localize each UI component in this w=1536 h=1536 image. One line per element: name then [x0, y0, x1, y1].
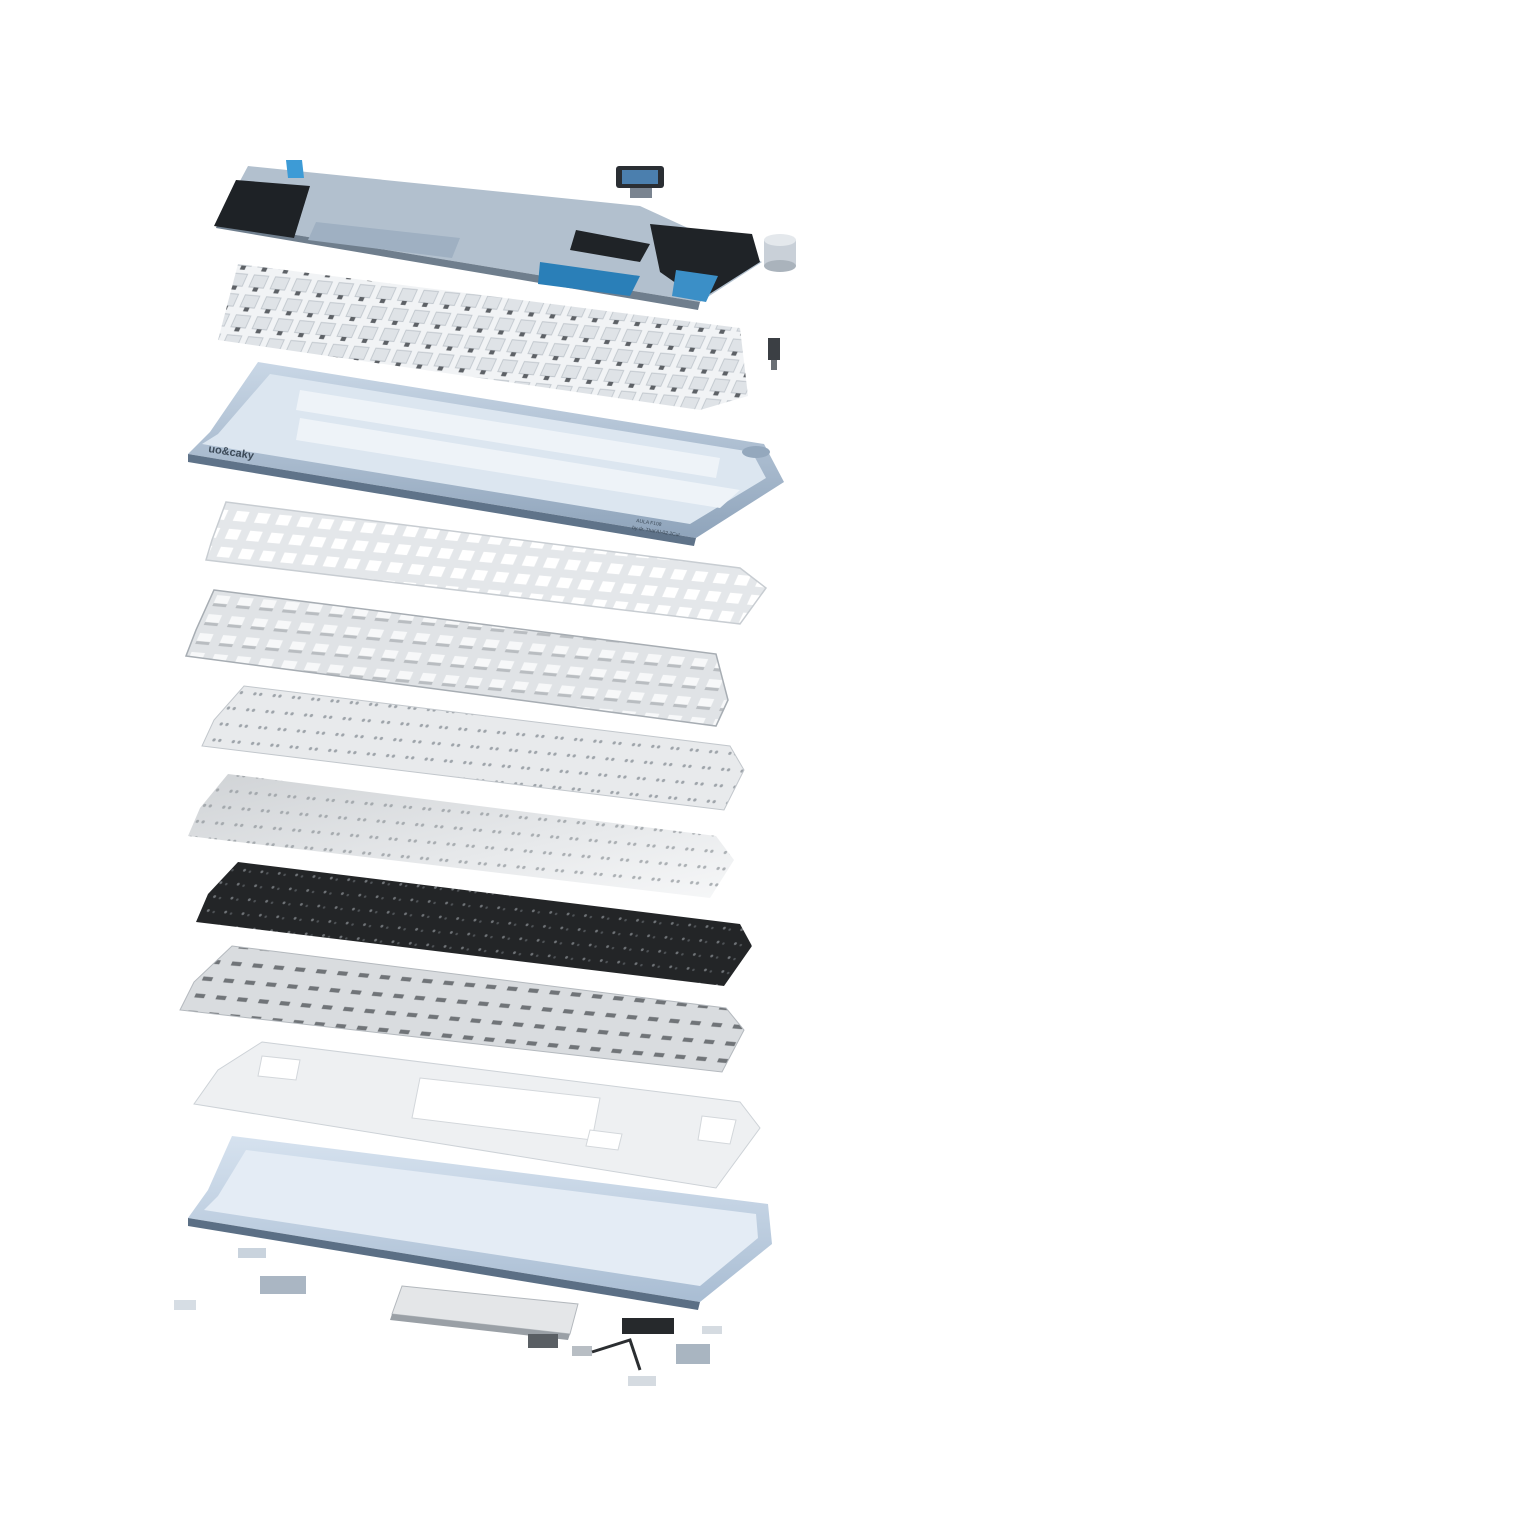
usb-connector — [528, 1334, 558, 1348]
plate-foam — [184, 589, 729, 727]
keycaps — [214, 160, 762, 310]
rubber-foot — [628, 1376, 656, 1386]
cable — [591, 1338, 642, 1371]
usb-port-module — [676, 1344, 710, 1364]
daughterboard — [622, 1318, 674, 1334]
volume-knob — [764, 234, 796, 272]
bottom-foam — [179, 945, 745, 1073]
rubber-foot — [238, 1248, 266, 1258]
rubber-foot — [174, 1300, 196, 1310]
switch-toggle — [572, 1346, 592, 1356]
rotary-encoder — [768, 338, 780, 370]
case-foam — [193, 1041, 761, 1189]
rubber-foot — [702, 1326, 722, 1334]
plate — [205, 501, 768, 625]
small-parts — [174, 1248, 722, 1386]
ixpe-switch-pad — [201, 685, 745, 811]
battery — [390, 1285, 579, 1340]
pcb — [196, 862, 752, 986]
switches — [218, 264, 748, 410]
case-label-line1: AULA F108 — [636, 518, 662, 528]
bottom-case — [188, 1136, 772, 1310]
usb-receiver-dock — [260, 1276, 306, 1294]
top-frame: uo&caky AULA F108 by dr. Thai'AI-02 2Cut — [188, 362, 784, 546]
pcb-sheet — [188, 774, 734, 898]
oled-display-module — [616, 166, 664, 198]
